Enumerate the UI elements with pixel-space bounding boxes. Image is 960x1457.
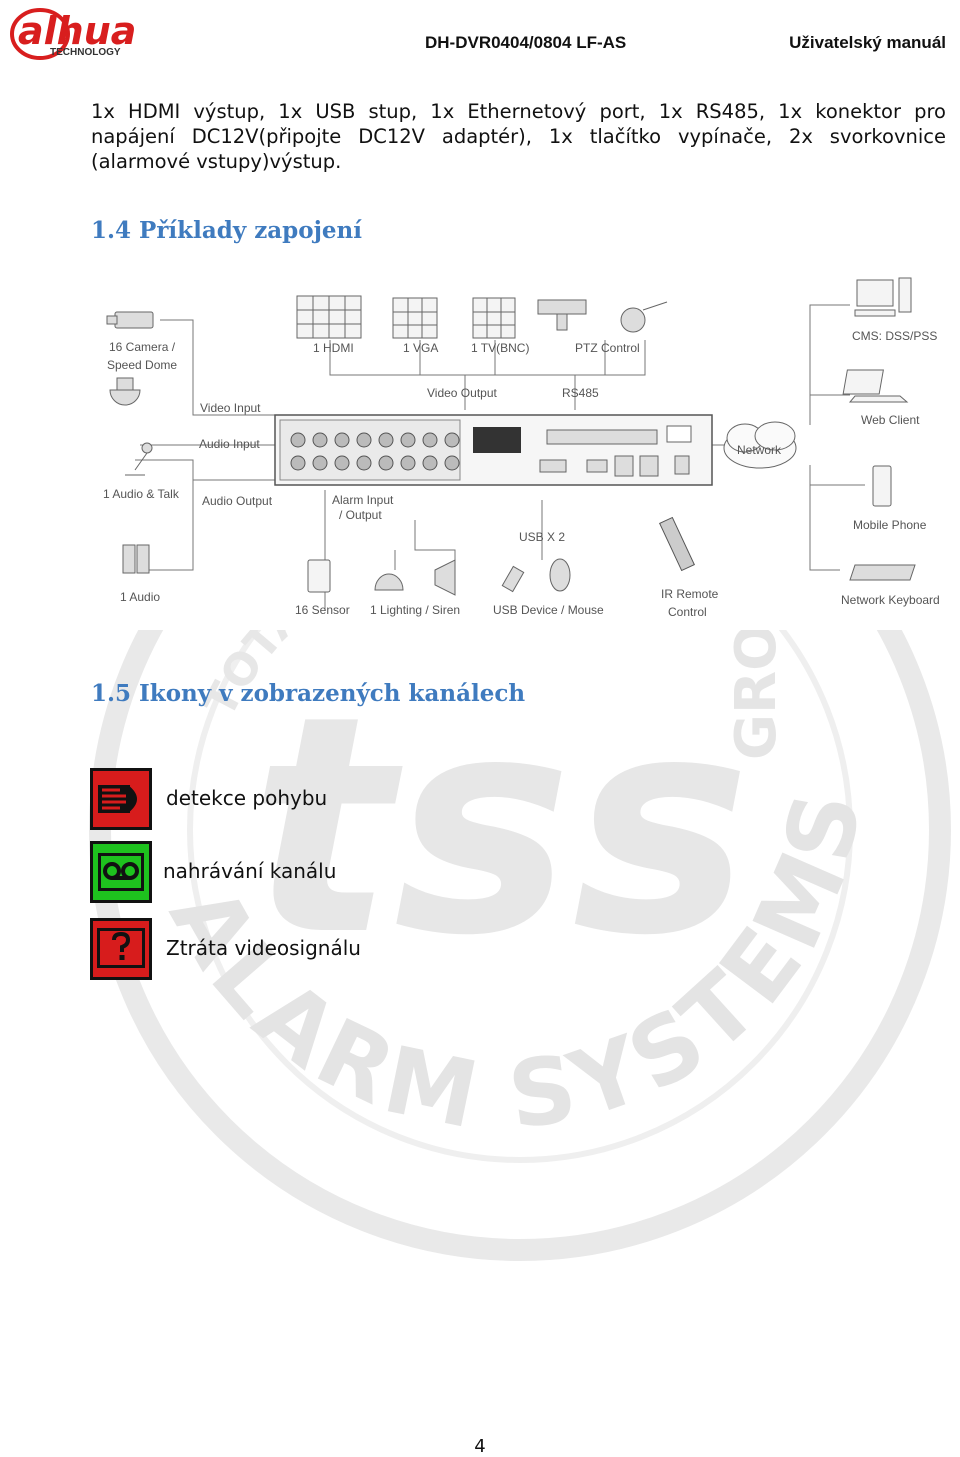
hdmi-label: 1 HDMI — [313, 341, 354, 355]
speaker-icon — [122, 544, 150, 574]
channel-icon-label: Ztráta videosignálu — [166, 936, 361, 960]
ir-remote-label-1: IR Remote — [661, 587, 719, 601]
alarm-io-label-1: Alarm Input — [332, 493, 394, 507]
rs485-label: RS485 — [562, 386, 599, 400]
document-model: DH-DVR0404/0804 LF-AS — [425, 33, 627, 52]
audio-input-label: Audio Input — [199, 437, 260, 451]
ptz-label: PTZ Control — [575, 341, 640, 355]
channel-icon-row-motion: detekce pohybu — [90, 768, 590, 830]
logo-subtext: TECHNOLOGY — [50, 47, 121, 58]
camera-label-2: Speed Dome — [107, 358, 177, 372]
intro-paragraph: 1x HDMI výstup, 1x USB stup, 1x Ethernet… — [91, 100, 946, 173]
lighting-label: 1 Lighting / Siren — [370, 603, 460, 617]
sensor-label: 16 Sensor — [295, 603, 350, 617]
mobile-phone-label: Mobile Phone — [853, 518, 927, 532]
cms-label: CMS: DSS/PSS — [852, 329, 937, 343]
laptop-icon — [842, 369, 909, 403]
video-input-label: Video Input — [200, 401, 261, 415]
web-client-label: Web Client — [861, 413, 920, 427]
hdmi-monitor-icon — [296, 295, 362, 339]
tv-monitor-icon — [472, 297, 516, 339]
camera-icon — [106, 311, 154, 329]
vga-monitor-icon — [392, 297, 438, 339]
siren-icon — [374, 559, 456, 596]
mobile-phone-icon — [872, 465, 892, 507]
dvr-device — [274, 414, 713, 486]
speed-dome-icon — [109, 377, 141, 406]
sensor-icon — [307, 559, 331, 593]
audio-label: 1 Audio — [120, 590, 160, 604]
dahua-logo: alhua TECHNOLOGY — [10, 8, 136, 60]
network-keyboard-label: Network Keyboard — [841, 593, 940, 607]
network-label: Network — [737, 443, 782, 457]
audio-output-label: Audio Output — [202, 494, 273, 508]
page-header: alhua TECHNOLOGY DH-DVR0404/0804 LF-AS U… — [0, 0, 960, 70]
ptz-camera-icon — [537, 299, 668, 333]
pc-icon — [854, 277, 912, 317]
channel-icon-label: nahrávání kanálu — [163, 859, 337, 883]
tv-label: 1 TV(BNC) — [471, 341, 529, 355]
section-title-channel-icons: 1.5 Ikony v zobrazených kanálech — [91, 680, 526, 707]
camera-label-1: 16 Camera / — [109, 340, 176, 354]
audio-talk-label: 1 Audio & Talk — [103, 487, 180, 501]
motion-detect-icon — [90, 768, 152, 830]
channel-icon-row-video-loss: Ztráta videosignálu — [90, 918, 590, 980]
watermark-brand: tss — [250, 652, 751, 1001]
recording-icon — [90, 841, 152, 903]
connection-diagram: 16 Camera / Speed Dome 1 Audio & Talk 1 … — [95, 270, 955, 630]
usb-mouse-icon — [501, 558, 571, 593]
channel-icon-label: detekce pohybu — [166, 786, 328, 810]
microphone-icon — [125, 442, 153, 476]
logo-text: alhua — [18, 9, 136, 53]
ir-remote-icon — [659, 516, 695, 572]
video-output-label: Video Output — [427, 386, 497, 400]
document-title: Uživatelský manuál — [789, 33, 946, 52]
alarm-io-label-2: / Output — [339, 508, 382, 522]
vga-label: 1 VGA — [403, 341, 438, 355]
usb-count-label: USB X 2 — [519, 530, 565, 544]
network-cloud-icon — [723, 421, 797, 469]
usb-device-label: USB Device / Mouse — [493, 603, 604, 617]
channel-icon-row-recording: nahrávání kanálu — [90, 841, 590, 903]
video-loss-icon — [90, 918, 152, 980]
network-keyboard-icon — [849, 564, 916, 581]
page-number: 4 — [474, 1436, 486, 1457]
section-title-connections: 1.4 Příklady zapojení — [91, 217, 363, 244]
ir-remote-label-2: Control — [668, 605, 707, 619]
